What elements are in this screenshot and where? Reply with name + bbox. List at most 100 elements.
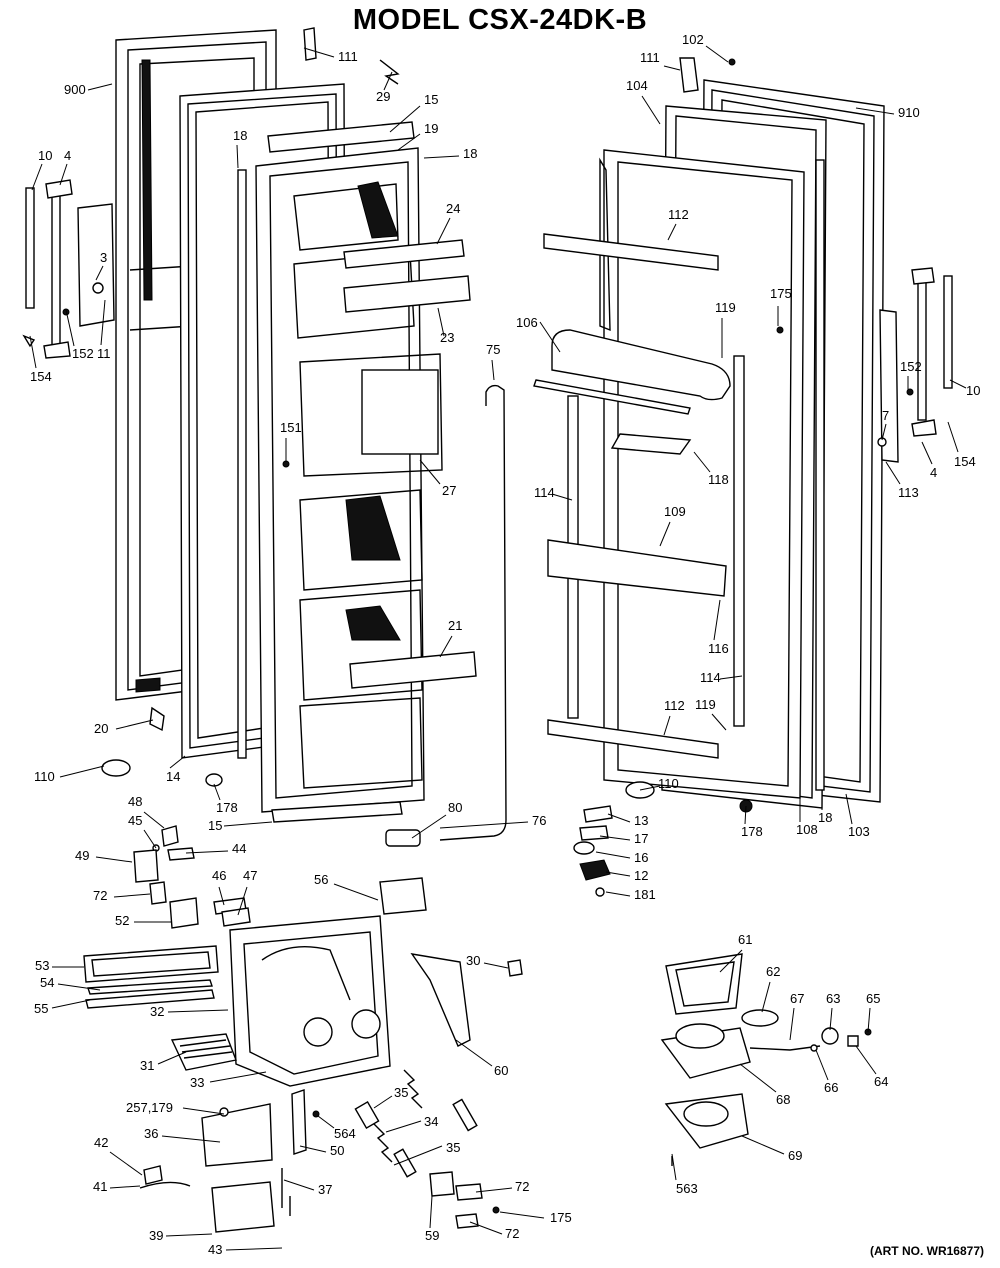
leader-line (223, 821, 273, 827)
leader-line (693, 451, 711, 473)
leader-line (663, 65, 681, 71)
leader-line (761, 981, 771, 1013)
part-label: 44 (232, 841, 246, 856)
leader-line (113, 893, 151, 898)
part-label: 110 (34, 769, 55, 784)
leader-line (539, 321, 561, 353)
part-label: 175 (770, 286, 792, 301)
leader-line (57, 983, 101, 991)
leader-line (436, 217, 451, 245)
part-label: 52 (115, 913, 129, 928)
leader-line (209, 1071, 267, 1083)
leader-line (705, 45, 729, 63)
part-label: 35 (446, 1140, 460, 1155)
leader-lines (29, 45, 967, 1251)
part-label: 76 (532, 813, 546, 828)
leader-line (659, 521, 671, 547)
leader-line (881, 423, 887, 441)
fresh-food-shelves (533, 57, 731, 759)
part-label: 54 (40, 975, 54, 990)
leader-line (165, 1233, 213, 1237)
part-label: 65 (866, 991, 880, 1006)
part-label: 152 (72, 346, 94, 361)
leader-line (713, 599, 721, 641)
part-label: 113 (898, 485, 919, 500)
leader-line (605, 871, 631, 877)
leader-line (605, 891, 631, 897)
leader-line (867, 1007, 871, 1033)
part-label: 109 (664, 504, 686, 519)
leader-line (499, 1211, 545, 1219)
leader-line (397, 133, 421, 151)
leader-line (109, 1185, 141, 1189)
part-label: 31 (140, 1058, 154, 1073)
part-label: 42 (94, 1135, 108, 1150)
freezer-shelves (267, 27, 477, 823)
leader-line (607, 813, 631, 823)
part-label: 18 (463, 146, 477, 161)
leader-line (423, 155, 460, 159)
leader-line (949, 379, 967, 389)
right-hinge-parts (728, 58, 953, 463)
part-label: 15 (208, 818, 222, 833)
part-label: 32 (150, 1004, 164, 1019)
leader-line (115, 719, 154, 730)
freezer-gasket-strip (237, 169, 247, 759)
part-label: 18 (233, 128, 247, 143)
part-label: 62 (766, 964, 780, 979)
leader-line (185, 850, 229, 854)
leader-line (595, 851, 631, 859)
part-label: 116 (708, 641, 729, 656)
part-label: 14 (166, 769, 180, 784)
part-label: 33 (190, 1075, 204, 1090)
leader-line (439, 635, 453, 658)
leader-line (51, 999, 91, 1009)
part-label: 24 (446, 201, 460, 216)
leader-line (385, 1120, 422, 1133)
tube-assembly (385, 384, 507, 847)
part-label: 119 (715, 300, 736, 315)
leader-line (213, 783, 221, 801)
part-label: 103 (848, 824, 870, 839)
part-label: 63 (826, 991, 840, 1006)
part-label: 563 (676, 1181, 698, 1196)
part-label: 56 (314, 872, 328, 887)
part-label: 178 (216, 800, 238, 815)
leader-line (789, 1007, 795, 1041)
part-label: 53 (35, 958, 49, 973)
leader-line (87, 83, 113, 91)
part-label: 11 (97, 346, 111, 361)
leader-line (667, 223, 677, 241)
part-label: 118 (708, 472, 729, 487)
part-label: 39 (149, 1228, 163, 1243)
leader-line (182, 1107, 225, 1115)
part-label: 69 (788, 1148, 802, 1163)
leader-line (59, 765, 105, 778)
part-label: 175 (550, 1210, 572, 1225)
leader-line (429, 1195, 433, 1229)
part-label: 48 (128, 794, 142, 809)
part-label: 110 (658, 776, 679, 791)
part-label: 72 (515, 1179, 529, 1194)
leader-line (663, 715, 671, 736)
leader-line (237, 886, 248, 916)
part-label: 30 (466, 953, 480, 968)
leader-line (741, 1135, 785, 1155)
part-label: 10 (966, 383, 980, 398)
part-label: 106 (516, 315, 538, 330)
part-label: 23 (440, 330, 454, 345)
part-label: 154 (30, 369, 52, 384)
leader-line (829, 1007, 833, 1031)
leader-line (389, 105, 421, 133)
leader-line (303, 47, 335, 58)
leader-line (393, 1145, 443, 1166)
leader-line (845, 793, 853, 825)
part-label: 13 (634, 813, 648, 828)
part-label: 21 (448, 618, 462, 633)
leader-line (100, 299, 106, 346)
leader-line (411, 814, 447, 839)
part-label: 3 (100, 250, 107, 265)
art-number: (ART NO. WR16877) (869, 1244, 984, 1258)
part-label: 59 (425, 1228, 439, 1243)
